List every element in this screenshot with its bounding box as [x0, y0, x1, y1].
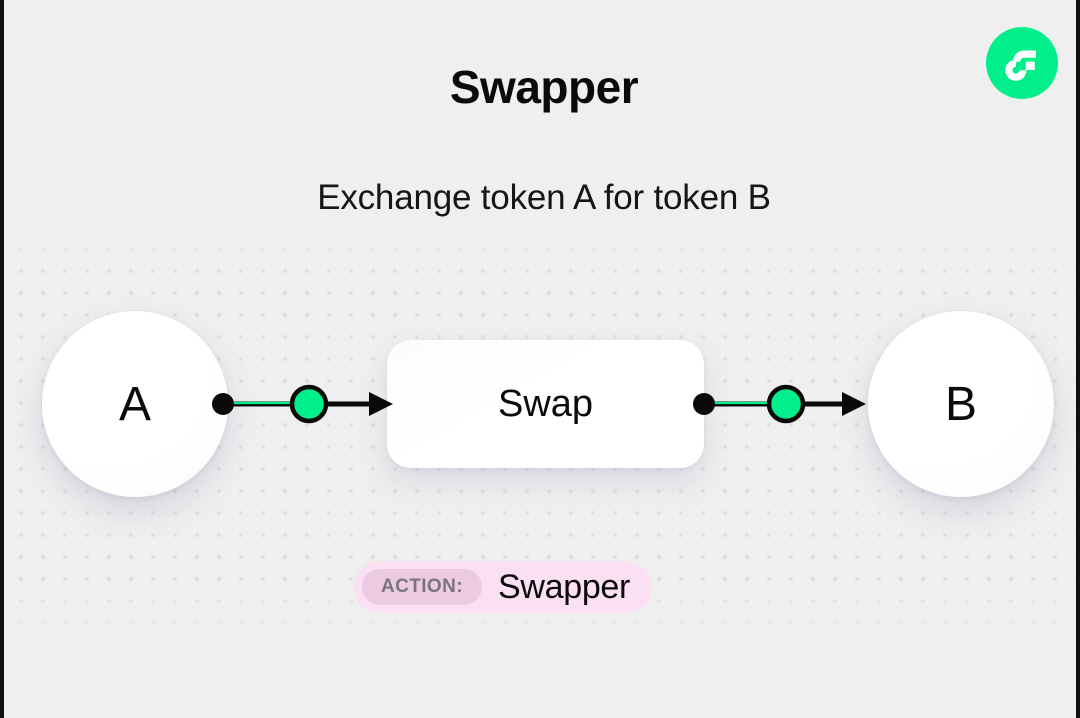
action-badge-chip-label: ACTION:	[362, 569, 482, 605]
token-node-b[interactable]: B	[868, 311, 1054, 497]
action-badge-value: Swapper	[497, 567, 631, 606]
token-node-a[interactable]: A	[42, 311, 228, 497]
page-subtitle: Exchange token A for token B	[317, 178, 771, 217]
page-title: Swapper	[449, 61, 639, 113]
swap-process-node-label: Swap	[497, 382, 594, 425]
action-badge: ACTION: Swapper	[354, 561, 653, 613]
swap-process-node[interactable]: Swap	[387, 340, 704, 468]
edge-a-to-swap	[209, 384, 394, 424]
token-node-a-label: A	[118, 377, 151, 431]
flow-logo-icon	[986, 27, 1058, 99]
edge-swap-to-b	[690, 384, 866, 424]
token-node-b-label: B	[944, 377, 977, 431]
